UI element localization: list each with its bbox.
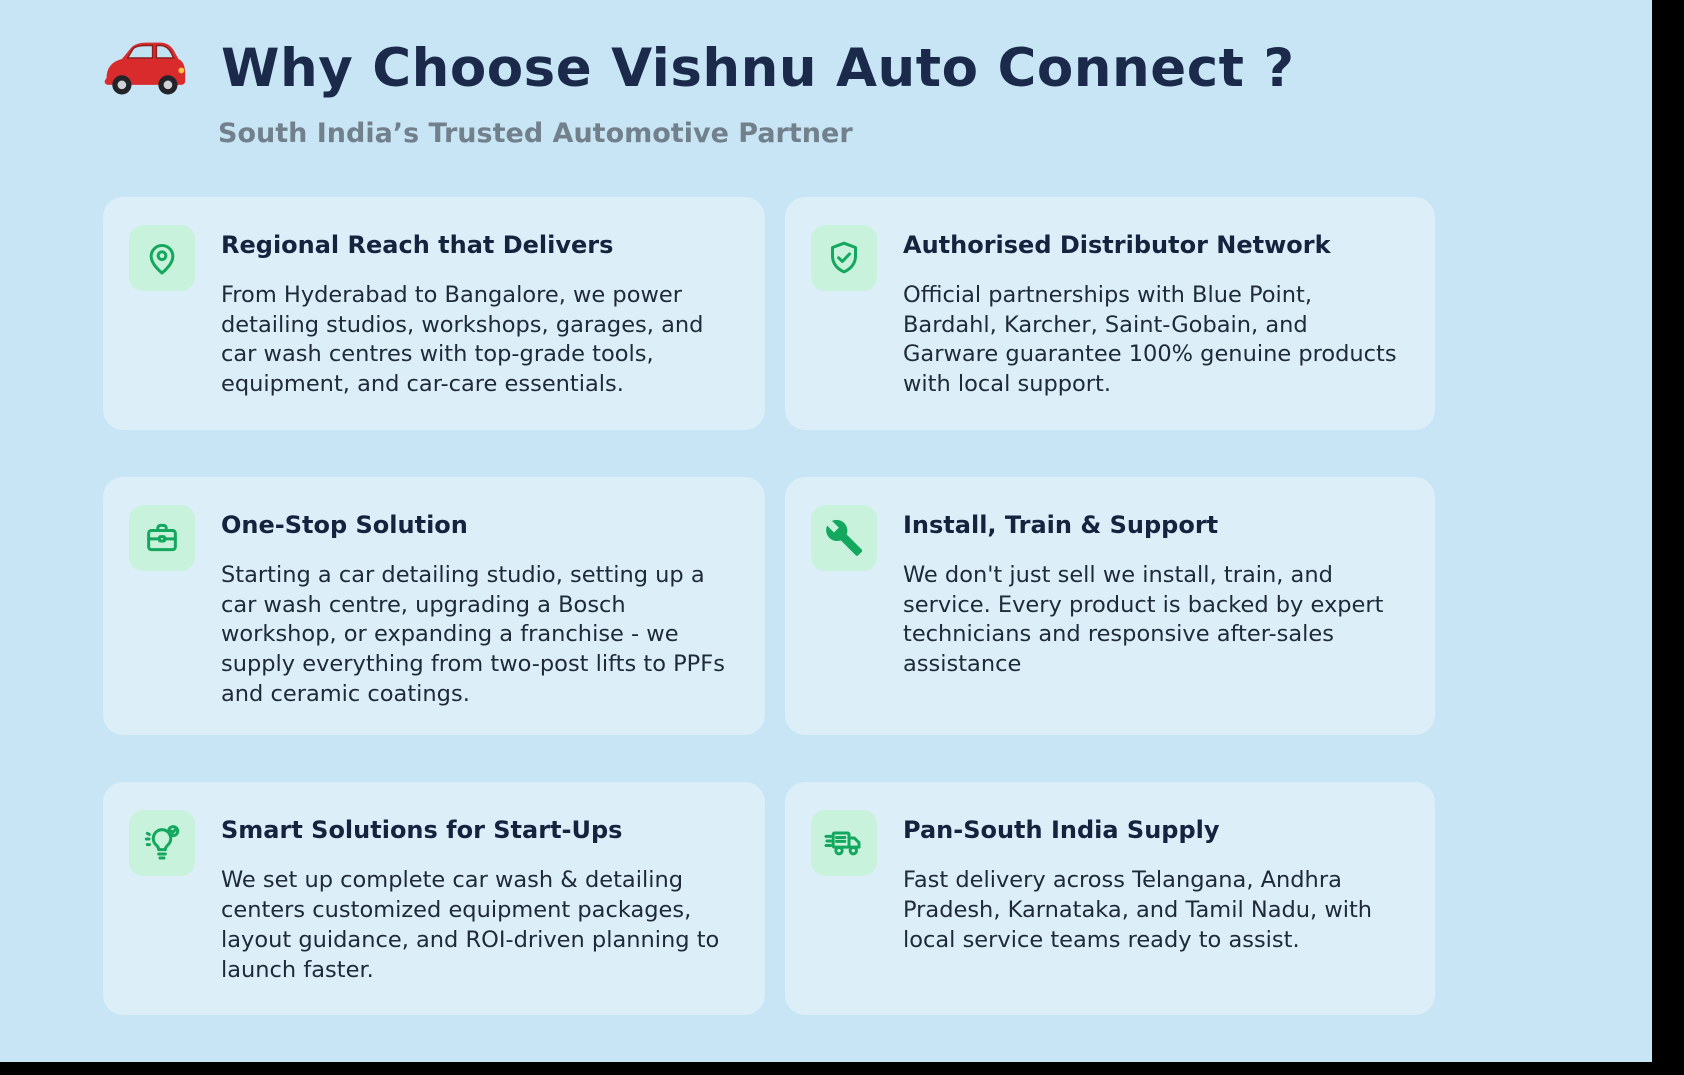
lightbulb-check-icon xyxy=(129,810,195,877)
location-pin-icon xyxy=(129,225,195,291)
briefcase-icon xyxy=(129,505,195,571)
feature-card-pan-south-supply: Pan-South India Supply Fast delivery acr… xyxy=(785,782,1435,1016)
page-subtitle: South India’s Trusted Automotive Partner xyxy=(218,118,853,149)
shield-check-icon xyxy=(811,225,877,291)
card-title: One-Stop Solution xyxy=(221,511,468,539)
feature-card-grid: Regional Reach that Delivers From Hydera… xyxy=(103,197,1435,1016)
wrench-icon xyxy=(811,505,877,571)
card-body: Starting a car detailing studio, setting… xyxy=(221,562,725,707)
card-title: Authorised Distributor Network xyxy=(903,231,1331,259)
feature-card-one-stop: One-Stop Solution Starting a car detaili… xyxy=(103,477,765,736)
screen-edge-bottom xyxy=(0,1062,1684,1075)
card-body: We set up complete car wash & detailing … xyxy=(221,867,720,983)
feature-card-install-train-support: Install, Train & Support We don't just s… xyxy=(785,477,1435,736)
card-title: Pan-South India Supply xyxy=(903,816,1220,845)
page-title: Why Choose Vishnu Auto Connect ? xyxy=(221,37,1295,99)
card-body: From Hyderabad to Bangalore, we power de… xyxy=(221,282,704,398)
card-title: Smart Solutions for Start-Ups xyxy=(221,816,623,845)
car-icon xyxy=(95,34,191,102)
page-header: Why Choose Vishnu Auto Connect ? xyxy=(0,0,1684,102)
screen-edge-right xyxy=(1652,0,1684,1075)
card-body: Fast delivery across Telangana, Andhra P… xyxy=(903,867,1373,953)
card-body: Official partnerships with Blue Point, B… xyxy=(903,282,1397,398)
feature-card-distributor-network: Authorised Distributor Network Official … xyxy=(785,197,1435,430)
feature-card-startups: Smart Solutions for Start-Ups We set up … xyxy=(103,782,765,1016)
card-title: Install, Train & Support xyxy=(903,511,1219,539)
delivery-truck-icon xyxy=(811,810,877,877)
card-body: We don't just sell we install, train, an… xyxy=(903,562,1384,678)
card-title: Regional Reach that Delivers xyxy=(221,231,614,259)
feature-card-regional-reach: Regional Reach that Delivers From Hydera… xyxy=(103,197,765,430)
